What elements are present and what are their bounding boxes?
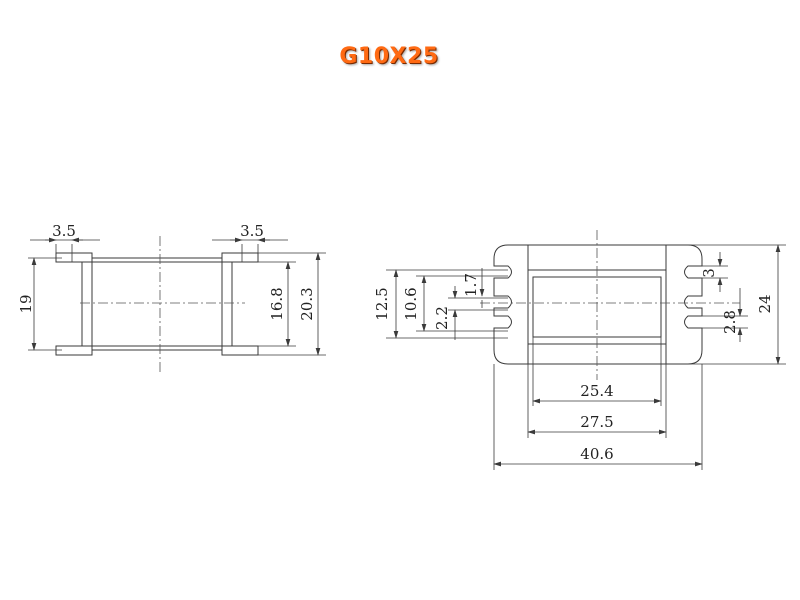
dim-2-8-label: 2.8 xyxy=(721,310,739,334)
dim-outer-height-label: 20.3 xyxy=(298,287,316,320)
dim-24-label: 24 xyxy=(756,294,774,313)
dim-25-4-label: 25.4 xyxy=(580,382,613,400)
dim-3-label: 3 xyxy=(700,268,718,278)
dim-width-left-label: 3.5 xyxy=(52,222,76,240)
dim-27-5-label: 27.5 xyxy=(580,413,613,431)
flange-outline xyxy=(493,244,703,365)
left-flange-bottom xyxy=(55,345,93,356)
dim-40-6-label: 40.6 xyxy=(580,445,613,463)
left-flange-top xyxy=(55,252,93,263)
right-flange-bottom xyxy=(221,345,259,356)
drawing-title: G10X25 xyxy=(339,44,439,69)
core-opening xyxy=(532,276,662,338)
dim-inner-height-label: 16.8 xyxy=(268,287,286,320)
right-flange-top xyxy=(221,252,259,263)
dim-width-right-label: 3.5 xyxy=(240,222,264,240)
dim-1-7-label: 1.7 xyxy=(462,273,480,297)
dim-2-2-label: 2.2 xyxy=(433,306,451,330)
dim-10-6-label: 10.6 xyxy=(402,287,420,320)
dim-height-left-label: 19 xyxy=(17,294,35,313)
dim-12-5-label: 12.5 xyxy=(373,287,391,320)
side-view: 3.5 3.5 19 16.8 20.3 xyxy=(17,222,326,372)
front-view: 12.5 10.6 2.2 1.7 3 2.8 24 xyxy=(373,230,786,470)
